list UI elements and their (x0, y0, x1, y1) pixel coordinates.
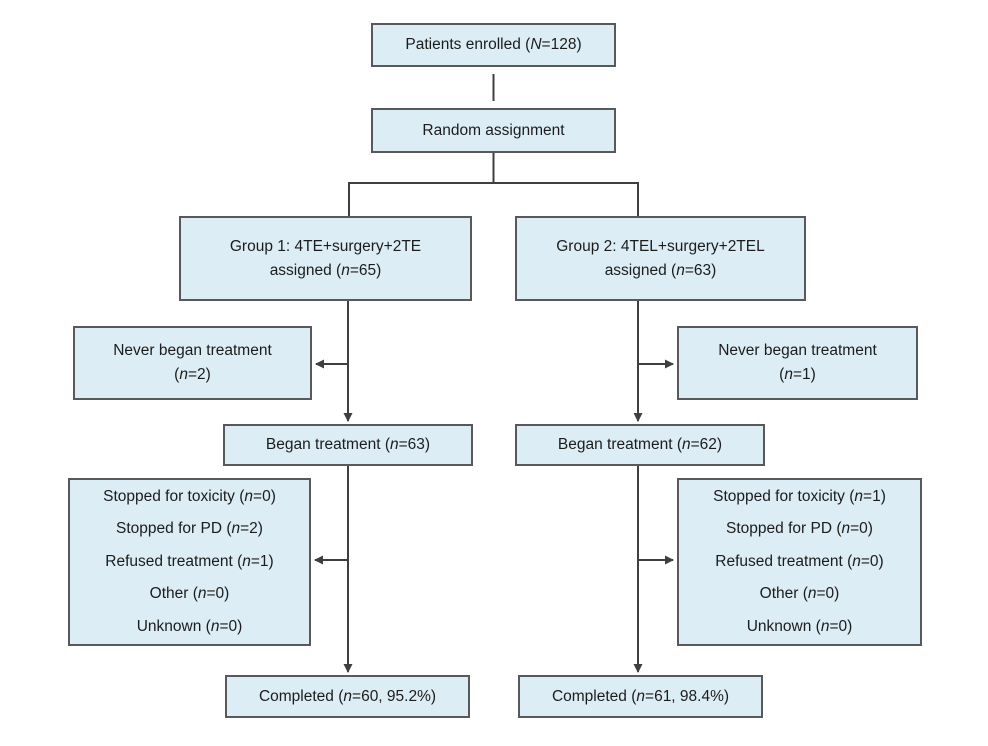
patients-enrolled-box: Patients enrolled (N=128) (371, 23, 616, 67)
completed-right-label: Completed (n=61, 98.4%) (551, 687, 730, 705)
never-began-left-line1: Never began treatment (113, 342, 272, 359)
group1-line1: Group 1: 4TE+surgery+2TE (229, 237, 422, 255)
completed-left-box: Completed (n=60, 95.2%) (225, 675, 470, 718)
group2-line2: assigned (n=63) (604, 261, 717, 279)
reason-row: Other (n=0) (149, 585, 230, 603)
group1-box: Group 1: 4TE+surgery+2TE assigned (n=65) (179, 216, 472, 301)
random-assignment-box: Random assignment (371, 108, 616, 153)
never-began-treatment-left-box: Never began treatment (n=2) (73, 326, 312, 400)
reason-row: Unknown (n=0) (136, 617, 243, 635)
reason-row: Refused treatment (n=1) (105, 552, 274, 570)
began-treatment-right-label: Began treatment (n=62) (557, 436, 723, 453)
group2-box: Group 2: 4TEL+surgery+2TEL assigned (n=6… (515, 216, 806, 301)
random-assignment-label: Random assignment (422, 121, 565, 139)
reason-row: Unknown (n=0) (746, 617, 853, 635)
began-treatment-left-label: Began treatment (n=63) (265, 436, 431, 453)
reason-row: Stopped for toxicity (n=1) (713, 487, 886, 505)
group2-line1: Group 2: 4TEL+surgery+2TEL (556, 237, 765, 255)
discontinuation-reasons-left-box: Stopped for toxicity (n=0) Stopped for P… (68, 478, 311, 646)
never-began-left-line2: (n=2) (174, 366, 211, 383)
began-treatment-left-box: Began treatment (n=63) (223, 424, 473, 466)
never-began-right-line2: (n=1) (779, 366, 816, 383)
reason-row: Stopped for PD (n=2) (116, 520, 263, 538)
reason-row: Stopped for toxicity (n=0) (103, 487, 276, 505)
reason-row: Other (n=0) (759, 585, 840, 603)
completed-left-label: Completed (n=60, 95.2%) (258, 687, 437, 705)
never-began-treatment-right-box: Never began treatment (n=1) (677, 326, 918, 400)
discontinuation-reasons-right-box: Stopped for toxicity (n=1) Stopped for P… (677, 478, 922, 646)
began-treatment-right-box: Began treatment (n=62) (515, 424, 765, 466)
group1-line2: assigned (n=65) (269, 261, 382, 279)
patients-enrolled-label: Patients enrolled (N=128) (405, 36, 582, 53)
reason-row: Stopped for PD (n=0) (726, 520, 873, 538)
completed-right-box: Completed (n=61, 98.4%) (518, 675, 763, 718)
never-began-right-line1: Never began treatment (718, 342, 877, 359)
connector-branch (348, 182, 639, 216)
reason-row: Refused treatment (n=0) (715, 552, 884, 570)
